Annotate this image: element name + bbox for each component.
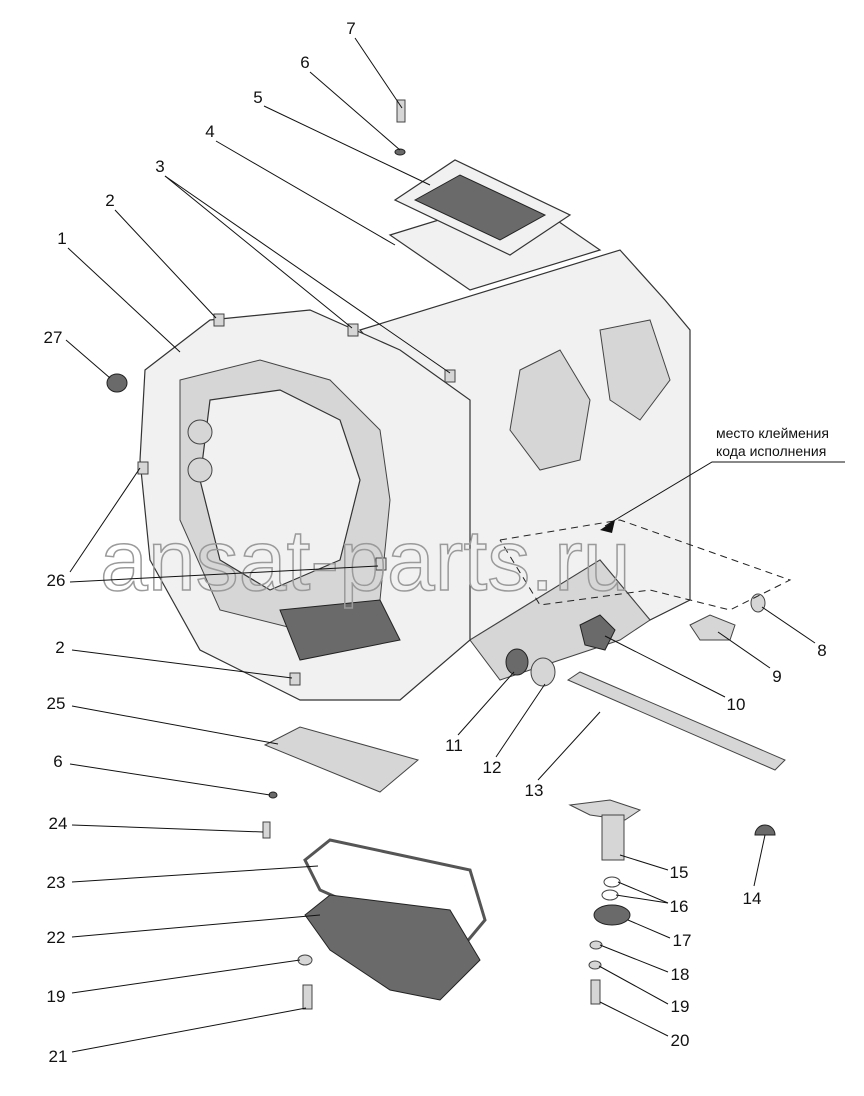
callout-26: 26	[47, 571, 66, 590]
callout-8: 8	[817, 641, 826, 660]
callout-4: 4	[205, 122, 214, 141]
top-cover	[388, 99, 602, 291]
leader-lines	[65, 37, 845, 1053]
callout-27: 27	[44, 328, 63, 347]
callout-2: 2	[105, 191, 114, 210]
callout-3: 3	[155, 157, 164, 176]
callout-7: 7	[346, 19, 355, 38]
marking-arrow-icon	[600, 520, 615, 533]
callout-9: 9	[772, 667, 781, 686]
callout-1: 1	[57, 229, 66, 248]
callout-21: 21	[49, 1047, 68, 1066]
marking-area-outline	[499, 519, 792, 611]
annotation-line-1: место клеймения	[716, 425, 829, 441]
callout-2: 2	[55, 638, 64, 657]
callout-6: 6	[53, 752, 62, 771]
small-parts	[106, 313, 786, 1010]
callout-15: 15	[670, 863, 689, 882]
callout-16: 16	[670, 897, 689, 916]
callout-10: 10	[727, 695, 746, 714]
callout-17: 17	[673, 931, 692, 950]
callout-25: 25	[47, 694, 66, 713]
annotation-line-2: кода исполнения	[716, 443, 826, 459]
callout-24: 24	[49, 814, 68, 833]
watermark: ansat-parts.ru	[100, 513, 631, 609]
callout-11: 11	[445, 736, 463, 755]
callout-19: 19	[671, 997, 690, 1016]
callout-19: 19	[47, 987, 66, 1006]
callout-18: 18	[671, 965, 690, 984]
callout-13: 13	[525, 781, 544, 800]
callout-14: 14	[743, 889, 762, 908]
callout-5: 5	[253, 88, 262, 107]
callout-22: 22	[47, 928, 66, 947]
callout-labels: 7 6 5 4 3 2 1 27 26 2 25 6 24 23 22 19 2…	[44, 19, 829, 1066]
callout-20: 20	[671, 1031, 690, 1050]
callout-6: 6	[300, 53, 309, 72]
callout-23: 23	[47, 873, 66, 892]
callout-12: 12	[483, 758, 502, 777]
gearbox-housing	[139, 249, 691, 701]
